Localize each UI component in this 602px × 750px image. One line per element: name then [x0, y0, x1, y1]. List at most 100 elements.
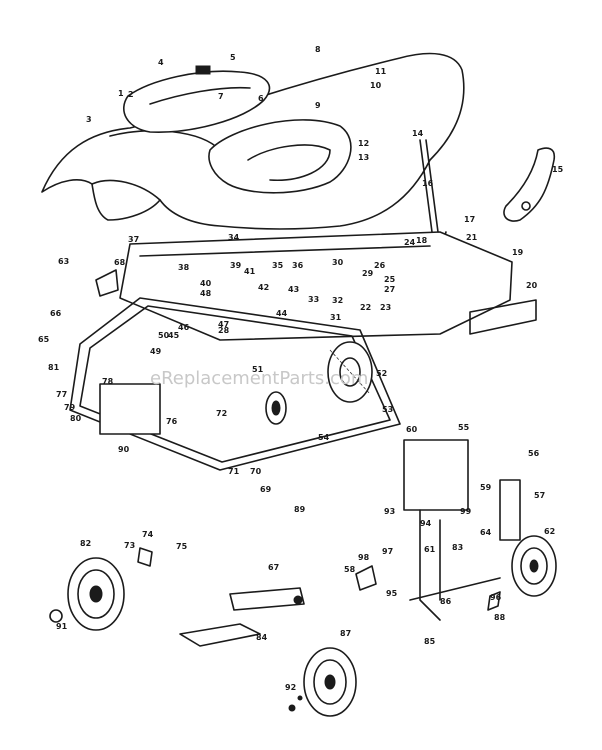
callout-label: 48 — [200, 289, 212, 298]
callout-label: 72 — [216, 409, 227, 418]
callout-label: 71 — [228, 467, 240, 476]
callout-label: 46 — [178, 323, 190, 332]
callout-label: 16 — [422, 179, 434, 188]
callout-label: 39 — [230, 261, 242, 270]
callout-label: 10 — [370, 81, 382, 90]
callout-label: 26 — [374, 261, 386, 270]
hood-shell — [41, 52, 465, 230]
callout-label: 43 — [288, 285, 299, 294]
callout-label: 42 — [258, 283, 269, 292]
callout-label: 30 — [332, 258, 344, 267]
callout-label: 86 — [440, 597, 452, 606]
front-left-wheel — [49, 557, 125, 631]
callout-label: 65 — [38, 335, 50, 344]
seat — [123, 65, 271, 133]
callout-label: 97 — [382, 547, 393, 556]
front-right-wheel — [511, 535, 557, 597]
callout-label: 58 — [344, 565, 356, 574]
callout-label: 41 — [244, 267, 256, 276]
front-axle-assembly — [403, 439, 521, 621]
callout-label: 91 — [56, 622, 68, 631]
callout-label: 51 — [252, 365, 264, 374]
callout-label: 96 — [490, 593, 502, 602]
callout-label: 18 — [416, 236, 428, 245]
callout-label: 13 — [358, 153, 369, 162]
callout-label: 90 — [118, 445, 130, 454]
callout-label: 66 — [50, 309, 62, 318]
callout-label: 95 — [386, 589, 398, 598]
callout-label: 84 — [256, 633, 268, 642]
callout-label: 56 — [528, 449, 540, 458]
callout-label: 92 — [285, 683, 296, 692]
callout-label: 80 — [70, 414, 82, 423]
callout-label: 88 — [494, 613, 506, 622]
callout-label: 4 — [158, 58, 164, 67]
callout-label: 33 — [308, 295, 319, 304]
callout-label: 14 — [412, 129, 424, 138]
callout-label: 7 — [218, 92, 224, 101]
callout-label: 23 — [380, 303, 391, 312]
callout-label: 8 — [315, 45, 321, 54]
callout-label: 75 — [176, 542, 188, 551]
callout-label: 63 — [58, 257, 69, 266]
callout-label: 35 — [272, 261, 284, 270]
callout-label: 50 — [158, 331, 170, 340]
callout-label: 45 — [168, 331, 180, 340]
callout-label: 52 — [376, 369, 387, 378]
callout-label: 94 — [420, 519, 432, 528]
callout-label: 73 — [124, 541, 135, 550]
callout-label: 5 — [230, 53, 236, 62]
callout-label: 98 — [358, 553, 370, 562]
callout-label: 89 — [294, 505, 306, 514]
hardware-bits — [95, 269, 501, 712]
callout-label: 79 — [64, 403, 76, 412]
callout-label: 28 — [218, 326, 230, 335]
bottom-wheel — [303, 647, 357, 717]
callout-label: 3 — [86, 115, 92, 124]
callout-label: 68 — [114, 258, 126, 267]
callout-label: 61 — [424, 545, 436, 554]
callout-label: 1 — [118, 89, 124, 98]
callout-label: 40 — [200, 279, 212, 288]
callout-label: 12 — [358, 139, 369, 148]
callout-label: 6 — [258, 94, 264, 103]
callout-label: 21 — [466, 233, 478, 242]
callout-label: 27 — [384, 285, 395, 294]
frame-plate — [119, 231, 537, 341]
callout-label: 57 — [534, 491, 545, 500]
callout-label: 85 — [424, 637, 436, 646]
callout-label: 38 — [178, 263, 190, 272]
callout-label: 17 — [464, 215, 475, 224]
callout-label: 76 — [166, 417, 178, 426]
callout-label: 20 — [526, 281, 538, 290]
rear-wheel — [327, 341, 373, 403]
arm-bracket — [503, 147, 556, 222]
drive-gear — [265, 391, 287, 425]
callout-label: 83 — [452, 543, 463, 552]
callout-label: 67 — [268, 563, 279, 572]
callout-label: 11 — [375, 67, 387, 76]
lower-chassis — [69, 297, 401, 471]
callout-label: 74 — [142, 530, 154, 539]
callout-label: 70 — [250, 467, 262, 476]
callout-label: 55 — [458, 423, 470, 432]
callout-label: 60 — [406, 425, 418, 434]
callout-label: 9 — [315, 101, 321, 110]
callout-label: 77 — [56, 390, 67, 399]
callout-label: 29 — [362, 269, 374, 278]
callout-label: 37 — [128, 235, 139, 244]
callout-label: 31 — [330, 313, 342, 322]
callout-label: 47 — [218, 320, 229, 329]
callout-label: 2 — [128, 90, 134, 99]
callout-label: 15 — [552, 165, 564, 174]
callout-label: 81 — [48, 363, 60, 372]
callout-label: 25 — [384, 275, 396, 284]
callout-label: 53 — [382, 405, 393, 414]
callout-label: 59 — [480, 483, 492, 492]
callout-label: 78 — [102, 377, 114, 386]
watermark: eReplacementParts.com — [150, 368, 368, 389]
callout-label: 44 — [276, 309, 288, 318]
callout-label: 32 — [332, 296, 343, 305]
